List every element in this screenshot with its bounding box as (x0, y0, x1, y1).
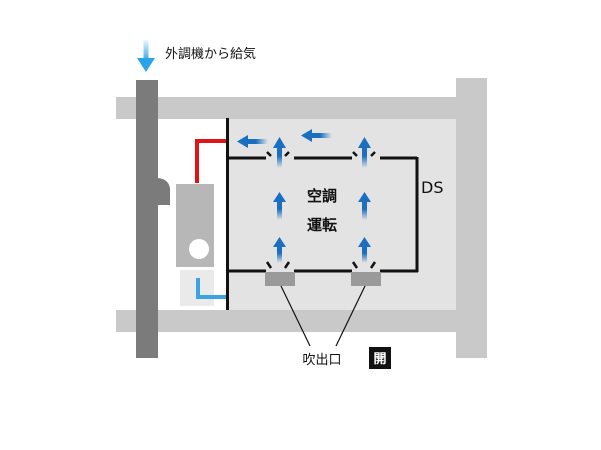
airflow-left-arrow-icon (301, 129, 332, 142)
vertical-duct (136, 80, 158, 358)
right-column (456, 78, 487, 358)
ceiling-return-slits (266, 151, 376, 157)
open-badge: 開 (369, 347, 391, 369)
outlet-left (265, 272, 295, 286)
open-badge-text: 開 (373, 352, 386, 367)
drain-pipe-blue (196, 278, 226, 299)
diffuser-flaps (265, 261, 377, 269)
airflow-up-arrow-icon (358, 192, 371, 220)
outside-air-arrow (137, 40, 155, 72)
supply-pipe-red (195, 139, 228, 183)
outlet-label: 吹出口 (302, 353, 341, 368)
airflow-up-arrow-icon (358, 137, 371, 168)
room-floor-area (228, 118, 456, 310)
airflow-up-arrow-icon (273, 237, 286, 263)
airflow-arrows-left (237, 129, 332, 148)
ds-label: DS (421, 178, 443, 197)
ac-unit (174, 182, 217, 309)
building-structure (116, 78, 487, 358)
airflow-up-arrow-icon (358, 237, 371, 263)
lower-slab (116, 310, 487, 332)
ac-unit-base-frame (177, 267, 217, 309)
outside-air-label: 外調機から給気 (165, 46, 256, 62)
outlet-leader-lines (280, 285, 366, 347)
ceiling-duct (229, 156, 419, 273)
ac-operation-label-line2: 運転 (307, 216, 337, 234)
airflow-up-arrow-icon (273, 192, 286, 220)
partition-wall (226, 118, 229, 310)
supply-duct (136, 80, 170, 358)
airflow-up-arrow-icon (273, 137, 286, 168)
airflow-arrows-up (273, 137, 371, 263)
outlet-right (351, 272, 381, 286)
airflow-left-arrow-icon (237, 135, 268, 148)
duct-branch (156, 178, 170, 205)
fan-icon (189, 239, 209, 259)
upper-slab (116, 97, 487, 119)
ac-operation-label-line1: 空調 (307, 187, 337, 205)
